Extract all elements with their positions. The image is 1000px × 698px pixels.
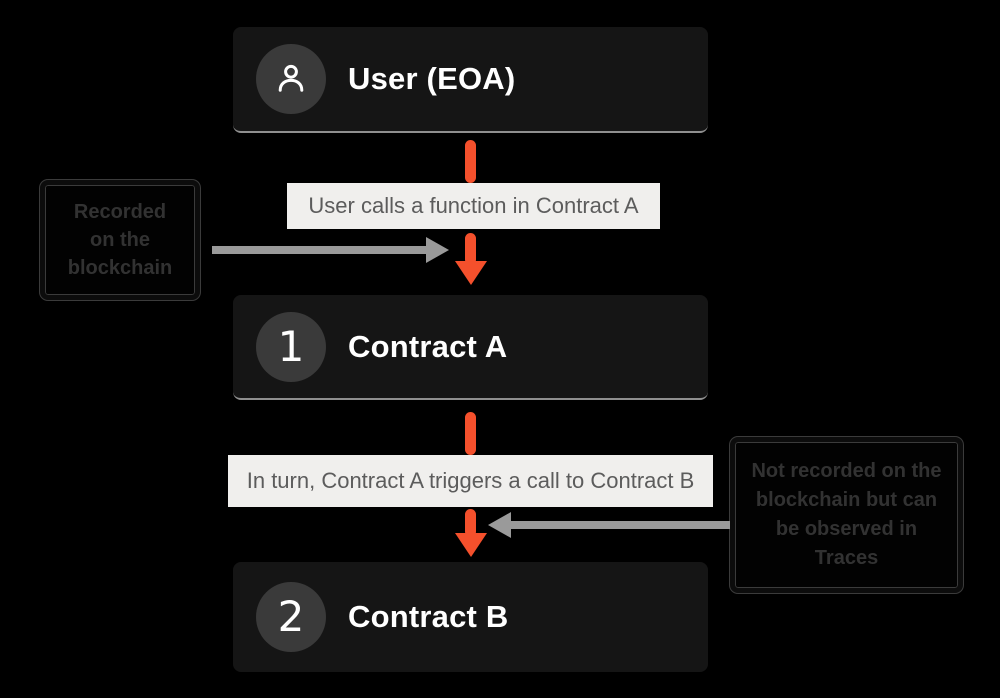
note-line: blockchain xyxy=(67,257,173,279)
gray-arrow-shaft xyxy=(511,521,730,529)
gray-arrowhead-left xyxy=(488,512,511,538)
step-number-circle-2: 2 xyxy=(256,582,326,652)
note-line: on the xyxy=(90,229,150,251)
flow-arrow-segment xyxy=(465,509,476,537)
note-line: blockchain but can xyxy=(755,489,938,511)
gray-arrowhead-right xyxy=(426,237,449,263)
note-line: Recorded xyxy=(73,201,167,223)
flow-arrow-segment xyxy=(465,140,476,183)
user-avatar-circle xyxy=(256,44,326,114)
note-line: be observed in xyxy=(775,518,918,540)
flow-arrow-segment xyxy=(465,233,476,265)
contract-b-node: 2 Contract B xyxy=(233,562,708,672)
user-icon xyxy=(278,64,304,92)
note-not-recorded-traces: Not recorded on the blockchain but can b… xyxy=(730,437,963,593)
step-number-circle-1: 1 xyxy=(256,311,326,382)
step-label-2: In turn, Contract A triggers a call to C… xyxy=(228,455,713,507)
user-node: User (EOA) xyxy=(233,27,708,133)
note-line: Not recorded on the xyxy=(751,460,942,482)
flow-arrowhead-down xyxy=(455,261,487,285)
note-recorded-on-blockchain: Recorded on the blockchain xyxy=(40,180,200,300)
flow-arrow-segment xyxy=(465,412,476,455)
gray-arrow-shaft xyxy=(212,246,426,254)
contract-a-node-label: Contract A xyxy=(348,328,508,364)
contract-a-node: 1 Contract A xyxy=(233,295,708,400)
user-node-label: User (EOA) xyxy=(348,61,516,96)
step-label-1: User calls a function in Contract A xyxy=(287,183,660,229)
flow-arrowhead-down xyxy=(455,533,487,557)
contract-b-node-label: Contract B xyxy=(348,599,509,634)
note-line: Traces xyxy=(814,547,879,569)
